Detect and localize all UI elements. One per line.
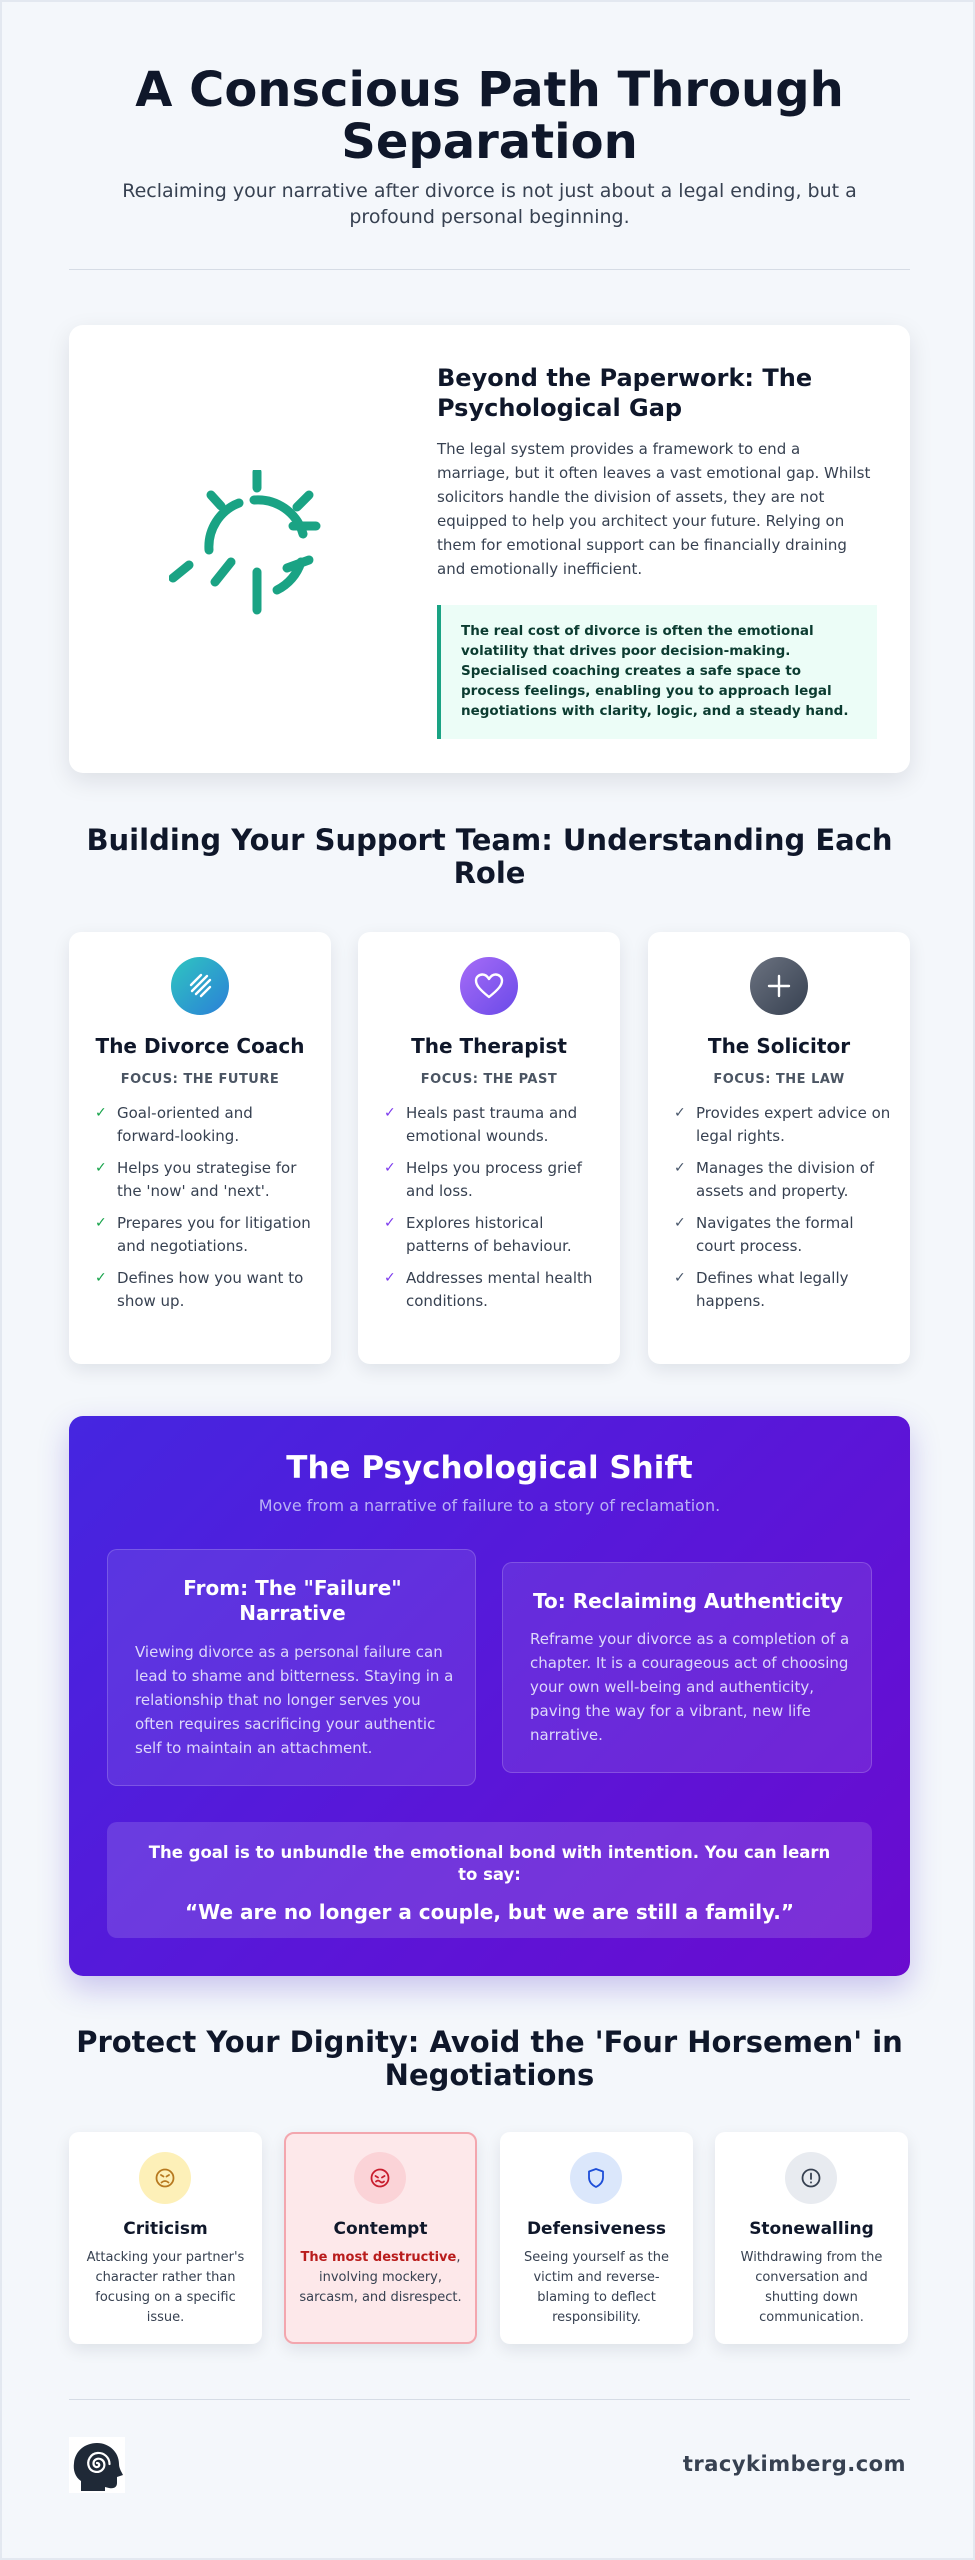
to-body: Reframe your divorce as a completion of … xyxy=(530,1630,850,1744)
check-icon: ✓ xyxy=(674,1270,686,1286)
check-icon: ✓ xyxy=(384,1160,396,1176)
horseman-card-stonewalling: Stonewalling Withdrawing from the conver… xyxy=(715,2132,908,2344)
role-list: ✓Heals past trauma and emotional wounds.… xyxy=(384,1102,604,1322)
footer-site: tracykimberg.com xyxy=(682,2452,906,2476)
role-title: The Solicitor xyxy=(707,1034,851,1058)
check-icon: ✓ xyxy=(95,1160,107,1176)
list-item: ✓Manages the division of assets and prop… xyxy=(674,1159,875,1200)
roles-heading: Building Your Support Team: Understandin… xyxy=(86,823,893,890)
horseman-title: Criticism xyxy=(123,2219,208,2239)
page-subtitle: Reclaiming your narrative after divorce … xyxy=(122,180,857,228)
list-item: ✓Explores historical patterns of behavio… xyxy=(384,1214,572,1255)
contempt-face-icon xyxy=(354,2152,406,2204)
horseman-body: Attacking your partner's character rathe… xyxy=(86,2250,245,2325)
intro-body: The legal system provides a framework to… xyxy=(437,440,871,578)
check-icon: ✓ xyxy=(384,1215,396,1231)
from-body: Viewing divorce as a personal failure ca… xyxy=(135,1643,454,1757)
list-item: ✓Provides expert advice on legal rights. xyxy=(674,1104,891,1145)
check-icon: ✓ xyxy=(674,1105,686,1121)
horseman-title: Stonewalling xyxy=(749,2219,874,2239)
plus-cross-icon xyxy=(750,957,808,1015)
horseman-body: Withdrawing from the conversation and sh… xyxy=(740,2250,883,2325)
shift-subtitle: Move from a narrative of failure to a st… xyxy=(258,1496,721,1515)
from-title: From: The "Failure" Narrative xyxy=(183,1576,402,1625)
list-item: ✓Helps you process grief and loss. xyxy=(384,1159,582,1200)
role-focus: FOCUS: THE PAST xyxy=(420,1072,558,1087)
horseman-card-criticism: Criticism Attacking your partner's chara… xyxy=(69,2132,262,2344)
goal-quote: “We are no longer a couple, but we are s… xyxy=(184,1900,795,1924)
divider xyxy=(69,2399,910,2400)
role-title: The Divorce Coach xyxy=(95,1034,305,1058)
exclamation-icon xyxy=(785,2152,837,2204)
check-icon: ✓ xyxy=(384,1270,396,1286)
from-box: From: The "Failure" Narrative Viewing di… xyxy=(107,1549,476,1786)
horseman-card-contempt: Contempt The most destructive, involving… xyxy=(284,2132,477,2344)
shield-icon xyxy=(570,2152,622,2204)
rocket-lines-icon xyxy=(171,957,229,1015)
list-item: ✓Heals past trauma and emotional wounds. xyxy=(384,1104,578,1145)
list-item: ✓Prepares you for litigation and negotia… xyxy=(95,1214,311,1255)
list-item: ✓Defines what legally happens. xyxy=(674,1269,849,1310)
intro-text: Beyond the Paperwork: The Psychological … xyxy=(437,363,877,739)
check-icon: ✓ xyxy=(95,1215,107,1231)
horseman-body: The most destructive, involving mockery,… xyxy=(299,2250,462,2305)
list-item: ✓Goal-oriented and forward-looking. xyxy=(95,1104,253,1145)
shift-title: The Psychological Shift xyxy=(286,1450,693,1486)
goal-lead: The goal is to unbundle the emotional bo… xyxy=(148,1843,831,1884)
angry-face-icon xyxy=(139,2152,191,2204)
check-icon: ✓ xyxy=(95,1270,107,1286)
check-icon: ✓ xyxy=(674,1160,686,1176)
list-item: ✓Helps you strategise for the 'now' and … xyxy=(95,1159,297,1200)
role-card-coach: The Divorce Coach FOCUS: THE FUTURE ✓Goa… xyxy=(69,932,331,1364)
role-focus: FOCUS: THE LAW xyxy=(713,1072,845,1087)
check-icon: ✓ xyxy=(384,1105,396,1121)
check-icon: ✓ xyxy=(674,1215,686,1231)
shift-panel: The Psychological Shift Move from a narr… xyxy=(69,1416,910,1976)
check-icon: ✓ xyxy=(95,1105,107,1121)
divider xyxy=(69,269,910,270)
list-item: ✓Addresses mental health conditions. xyxy=(384,1269,593,1310)
role-list: ✓Provides expert advice on legal rights.… xyxy=(674,1102,894,1322)
intro-card: Beyond the Paperwork: The Psychological … xyxy=(69,325,910,773)
role-card-solicitor: The Solicitor FOCUS: THE LAW ✓Provides e… xyxy=(648,932,910,1364)
list-item: ✓Navigates the formal court process. xyxy=(674,1214,854,1255)
list-item: ✓Defines how you want to show up. xyxy=(95,1269,304,1310)
role-list: ✓Goal-oriented and forward-looking. ✓Hel… xyxy=(95,1102,315,1322)
emphasis-text: The most destructive xyxy=(300,2250,457,2265)
horseman-title: Defensiveness xyxy=(526,2219,667,2239)
intro-callout: The real cost of divorce is often the em… xyxy=(437,605,877,739)
role-title: The Therapist xyxy=(411,1034,567,1058)
page-title: A Conscious Path Through Separation xyxy=(135,62,844,170)
role-focus: FOCUS: THE FUTURE xyxy=(120,1072,280,1087)
head-spiral-icon xyxy=(69,2437,125,2493)
goal-callout: The goal is to unbundle the emotional bo… xyxy=(107,1822,872,1938)
horseman-title: Contempt xyxy=(333,2219,428,2239)
to-title: To: Reclaiming Authenticity xyxy=(533,1589,843,1613)
broken-circle-icon xyxy=(169,470,321,615)
horseman-card-defensiveness: Defensiveness Seeing yourself as the vic… xyxy=(500,2132,693,2344)
heart-icon xyxy=(460,957,518,1015)
intro-heading: Beyond the Paperwork: The Psychological … xyxy=(437,364,813,422)
role-card-therapist: The Therapist FOCUS: THE PAST ✓Heals pas… xyxy=(358,932,620,1364)
horsemen-heading: Protect Your Dignity: Avoid the 'Four Ho… xyxy=(76,2025,903,2092)
horseman-body: Seeing yourself as the victim and revers… xyxy=(523,2250,669,2325)
to-box: To: Reclaiming Authenticity Reframe your… xyxy=(502,1562,872,1773)
